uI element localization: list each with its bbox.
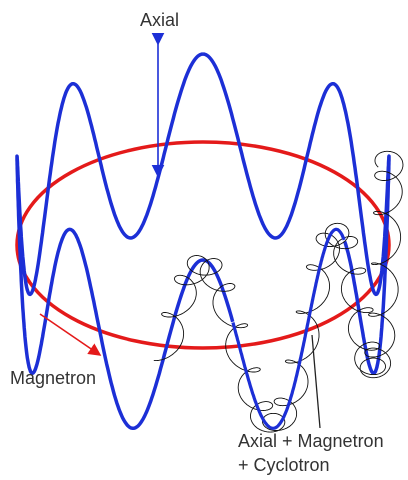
axial-magnetron-guide xyxy=(231,227,346,430)
magnetron-arrow xyxy=(39,313,102,356)
cyclotron-loops xyxy=(153,150,404,433)
magnetron-label: Magnetron xyxy=(10,368,96,388)
axial-label: Axial xyxy=(140,10,179,30)
axial-wave xyxy=(15,52,391,431)
combined-label-line2: + Cyclotron xyxy=(238,455,330,475)
combined-pointer-line xyxy=(311,334,321,429)
magnetron-orbit xyxy=(15,140,391,350)
combined-label-line1: Axial + Magnetron xyxy=(238,431,384,451)
